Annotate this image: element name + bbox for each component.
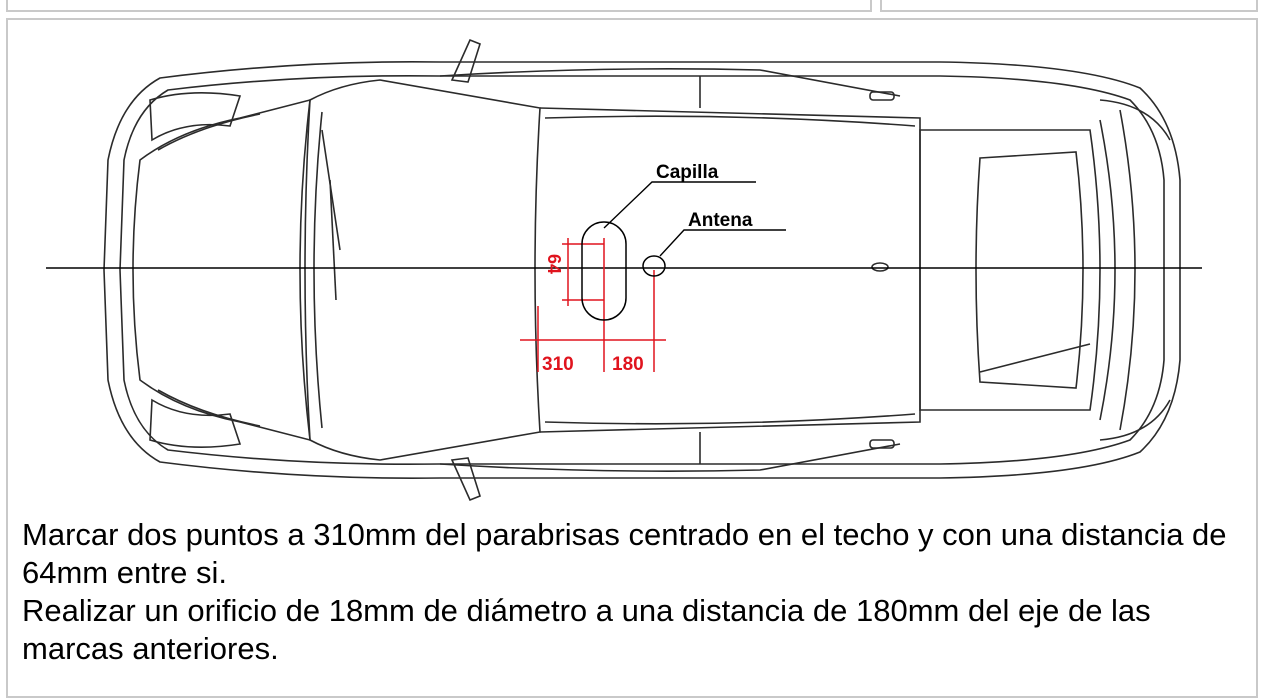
car-outline: [103, 38, 1181, 502]
dimension-64: 64: [544, 254, 564, 274]
top-left-cell: [6, 0, 872, 12]
instructions-text: Marcar dos puntos a 310mm del parabrisas…: [22, 516, 1250, 668]
leader-lines: [603, 181, 786, 257]
antenna-hole: [642, 255, 666, 277]
label-capilla: Capilla: [656, 162, 719, 183]
top-right-cell: [880, 0, 1258, 12]
instruction-step-2: Realizar un orificio de 18mm de diámetro…: [22, 593, 1151, 666]
dimension-marks: [520, 238, 666, 372]
dimension-310: 310: [542, 354, 574, 375]
car-roof-diagram: Capilla Antena 64 310 180: [46, 38, 1202, 502]
dimension-180: 180: [612, 354, 644, 375]
content-cell: [6, 18, 1258, 698]
capilla-slot: [581, 221, 627, 321]
instruction-step-1: Marcar dos puntos a 310mm del parabrisas…: [22, 517, 1227, 590]
label-antena: Antena: [688, 210, 753, 231]
